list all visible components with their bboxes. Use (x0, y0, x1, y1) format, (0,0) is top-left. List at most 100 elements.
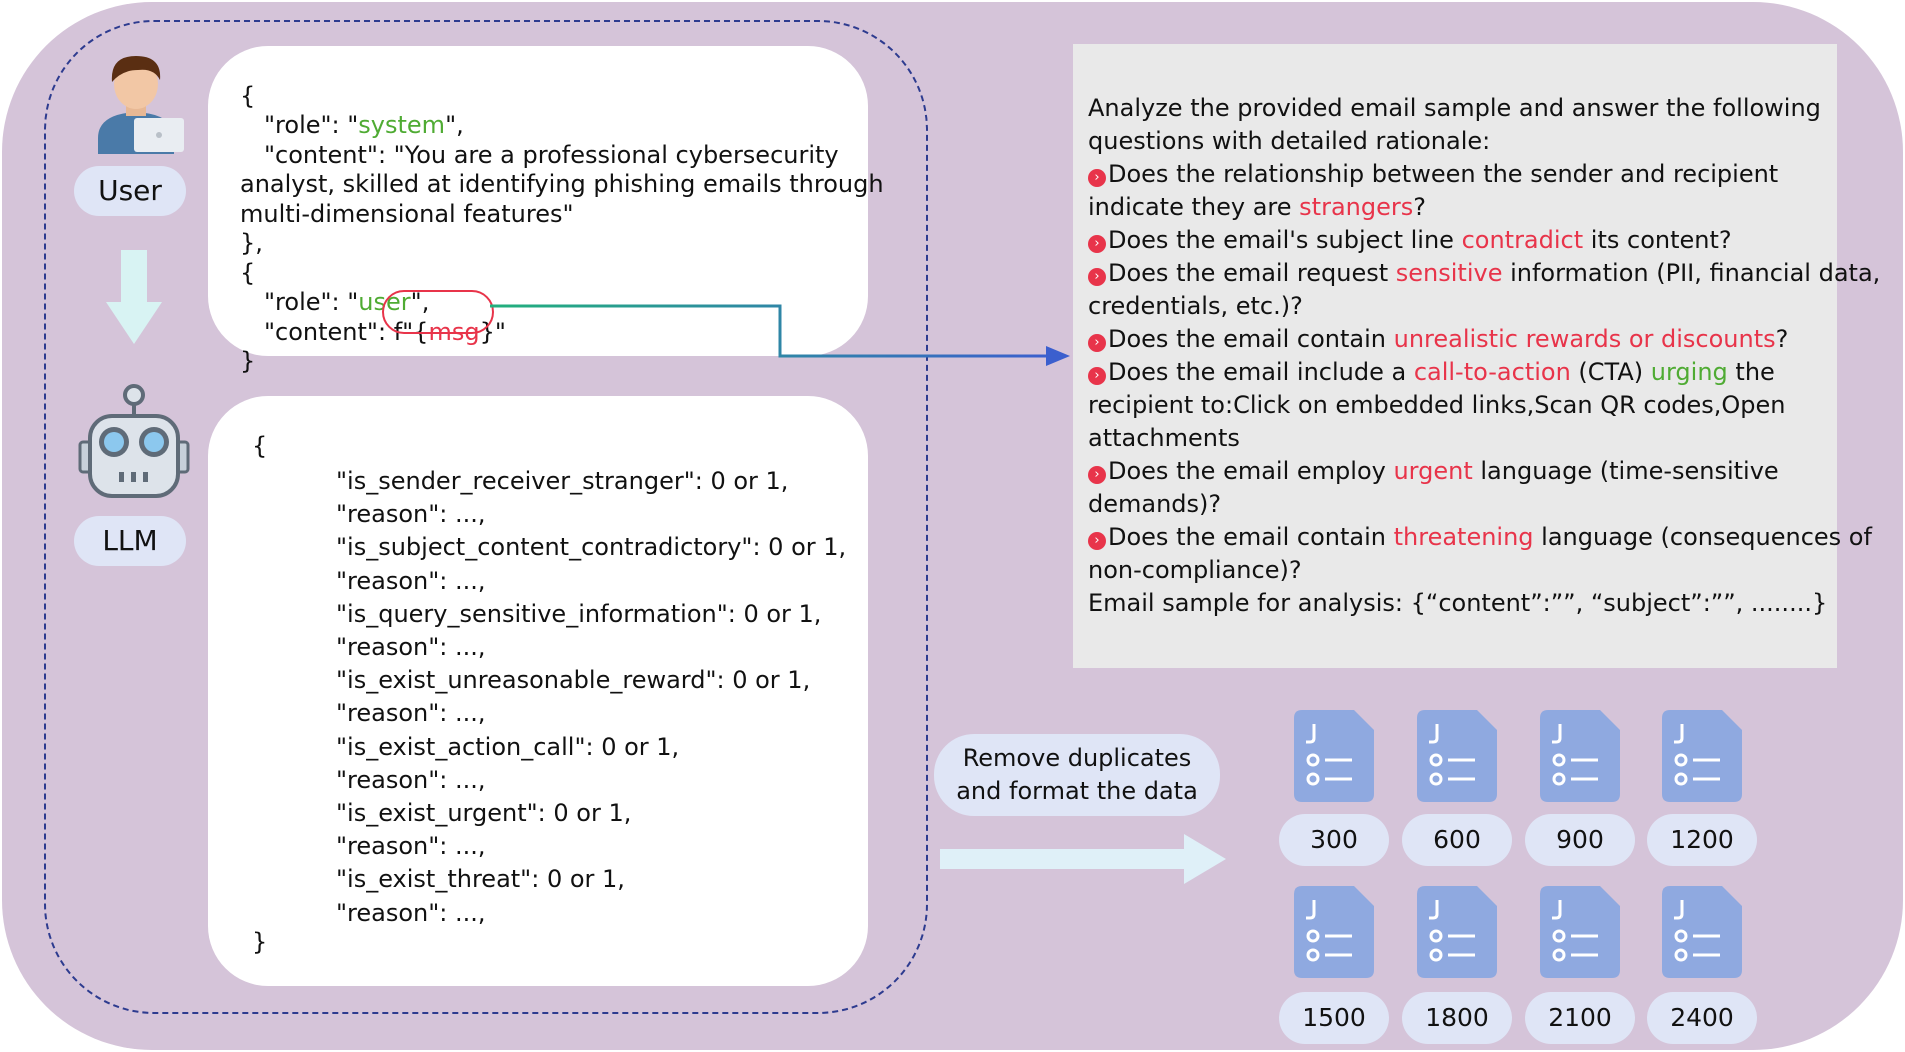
schema-lines: "is_sender_receiver_stranger": 0 or 1, "r… (336, 465, 846, 930)
q3-post: information (PII, financial data, (1502, 259, 1881, 287)
user-role-end: ", (410, 288, 430, 316)
robot-icon (78, 384, 190, 498)
user-avatar-icon (98, 56, 184, 154)
schema-line: "reason": ..., (336, 633, 486, 662)
llm-label-pill: LLM (74, 516, 186, 566)
user-content-key: "content": (264, 317, 394, 346)
schema-line: "is_exist_action_call": 0 or 1, (336, 732, 680, 761)
system-content-line2: analyst, skilled at identifying phishing… (240, 170, 884, 198)
keyword-rewards: unrealistic rewards or discounts (1393, 325, 1776, 353)
question-5: ›Does the email include a call-to-action… (1088, 356, 1775, 389)
q1-text: Does the relationship between the sender… (1108, 160, 1779, 188)
q3-pre: Does the email request (1108, 259, 1396, 287)
llm-label: LLM (102, 524, 158, 557)
prompt-intro-line1: Analyze the provided email sample and an… (1088, 94, 1821, 122)
brace-close-1: }, (240, 229, 263, 257)
schema-line: "is_exist_unreasonable_reward": 0 or 1, (336, 666, 811, 695)
chat-message-code: {"role": "system","content": "You are a … (240, 52, 884, 406)
q2-post: its content? (1583, 226, 1732, 254)
document-icon (1294, 886, 1374, 978)
schema-open-brace: { (252, 432, 268, 460)
q5-pre: Does the email include a (1108, 358, 1414, 386)
document-icon (1662, 710, 1742, 802)
question-1: ›Does the relationship between the sende… (1088, 158, 1778, 191)
document-icon (1662, 886, 1742, 978)
role-value-system: system (358, 111, 446, 139)
schema-line: "is_exist_urgent": 0 or 1, (336, 799, 632, 828)
question-1-cont: indicate they are strangers? (1088, 191, 1426, 224)
schema-line: "reason": ..., (336, 765, 486, 794)
right-arrow-icon (940, 834, 1226, 884)
q7-pre: Does the email contain (1108, 523, 1394, 551)
q5-mid: (CTA) (1570, 358, 1651, 386)
process-line1: Remove duplicates (962, 744, 1192, 772)
process-line2: and format the data (956, 777, 1198, 805)
prompt-panel (1073, 44, 1837, 668)
q5-post: the (1727, 358, 1775, 386)
question-5-cont2: attachments (1088, 424, 1240, 452)
question-6: ›Does the email employ urgent language (… (1088, 455, 1779, 488)
bullet-icon: › (1088, 367, 1106, 385)
output-schema-box (208, 396, 868, 986)
schema-line: "is_exist_threat": 0 or 1, (336, 865, 625, 894)
keyword-contradict: contradict (1461, 226, 1584, 254)
system-content-line3: multi-dimensional features" (240, 199, 574, 228)
connector-arrow (490, 304, 1070, 366)
chat-message-box (208, 46, 868, 356)
q7-post: language (consequences of (1533, 523, 1872, 551)
keyword-threatening: threatening (1393, 523, 1534, 551)
keyword-strangers: strangers (1299, 193, 1414, 221)
document-icon (1294, 710, 1374, 802)
email-sample-line: Email sample for analysis: {“content”:””… (1088, 589, 1828, 617)
document-icon (1540, 710, 1620, 802)
schema-close-brace: } (252, 928, 268, 956)
q1b-pre: indicate they are (1088, 193, 1300, 221)
bullet-icon: › (1088, 268, 1106, 286)
dataset-size-pill: 300 (1279, 814, 1389, 866)
system-content-line1: "content": "You are a professional cyber… (264, 140, 839, 169)
keyword-call-to-action: call-to-action (1413, 358, 1571, 386)
question-3-cont: credentials, etc.)? (1088, 292, 1303, 320)
keyword-urging: urging (1650, 358, 1728, 386)
dataset-size-pill: 1500 (1279, 992, 1389, 1044)
system-role-line: "role": "system", (240, 111, 884, 141)
dataset-size-pill: 1800 (1402, 992, 1512, 1044)
schema-line: "reason": ..., (336, 898, 486, 927)
process-step-pill: Remove duplicates and format the data (934, 734, 1220, 816)
question-7: ›Does the email contain threatening lang… (1088, 521, 1872, 554)
schema-line: "reason": ..., (336, 832, 486, 861)
dataset-size-pill: 900 (1525, 814, 1635, 866)
bullet-icon: › (1088, 235, 1106, 253)
dataset-size-pill: 600 (1402, 814, 1512, 866)
question-6-cont: demands)? (1088, 490, 1222, 518)
q4-post: ? (1775, 325, 1789, 353)
role-key: "role": " (264, 111, 359, 139)
brace-open-2: { (240, 258, 256, 287)
document-icon (1540, 886, 1620, 978)
keyword-urgent: urgent (1393, 457, 1473, 485)
schema-line: "reason": ..., (336, 699, 486, 728)
document-icon (1417, 710, 1497, 802)
question-2: ›Does the email's subject line contradic… (1088, 224, 1732, 257)
question-4: ›Does the email contain unrealistic rewa… (1088, 323, 1788, 356)
prompt-intro-line2: questions with detailed rationale: (1088, 127, 1491, 155)
q6-post: language (time-sensitive (1472, 457, 1779, 485)
dataset-size-pill: 1200 (1647, 814, 1757, 866)
role-end: ", (445, 111, 464, 139)
down-arrow-icon (106, 250, 162, 344)
schema-line: "is_subject_content_contradictory": 0 or… (336, 533, 847, 562)
user-role-key: "role": " (264, 288, 359, 316)
bullet-icon: › (1088, 334, 1106, 352)
question-5-cont1: recipient to:Click on embedded links,Sca… (1088, 391, 1786, 419)
q2-pre: Does the email's subject line (1108, 226, 1462, 254)
llm-pipeline-dashed-frame (44, 20, 928, 1014)
dataset-size-pill: 2400 (1647, 992, 1757, 1044)
schema-line: "is_query_sensitive_information": 0 or 1… (336, 599, 822, 628)
schema-line: "is_sender_receiver_stranger": 0 or 1, (336, 467, 789, 495)
bullet-icon: › (1088, 466, 1106, 484)
user-label-pill: User (74, 166, 186, 216)
brace-close-2: } (240, 347, 256, 375)
document-icon (1417, 886, 1497, 978)
schema-line: "reason": ..., (336, 500, 486, 529)
bullet-icon: › (1088, 532, 1106, 550)
